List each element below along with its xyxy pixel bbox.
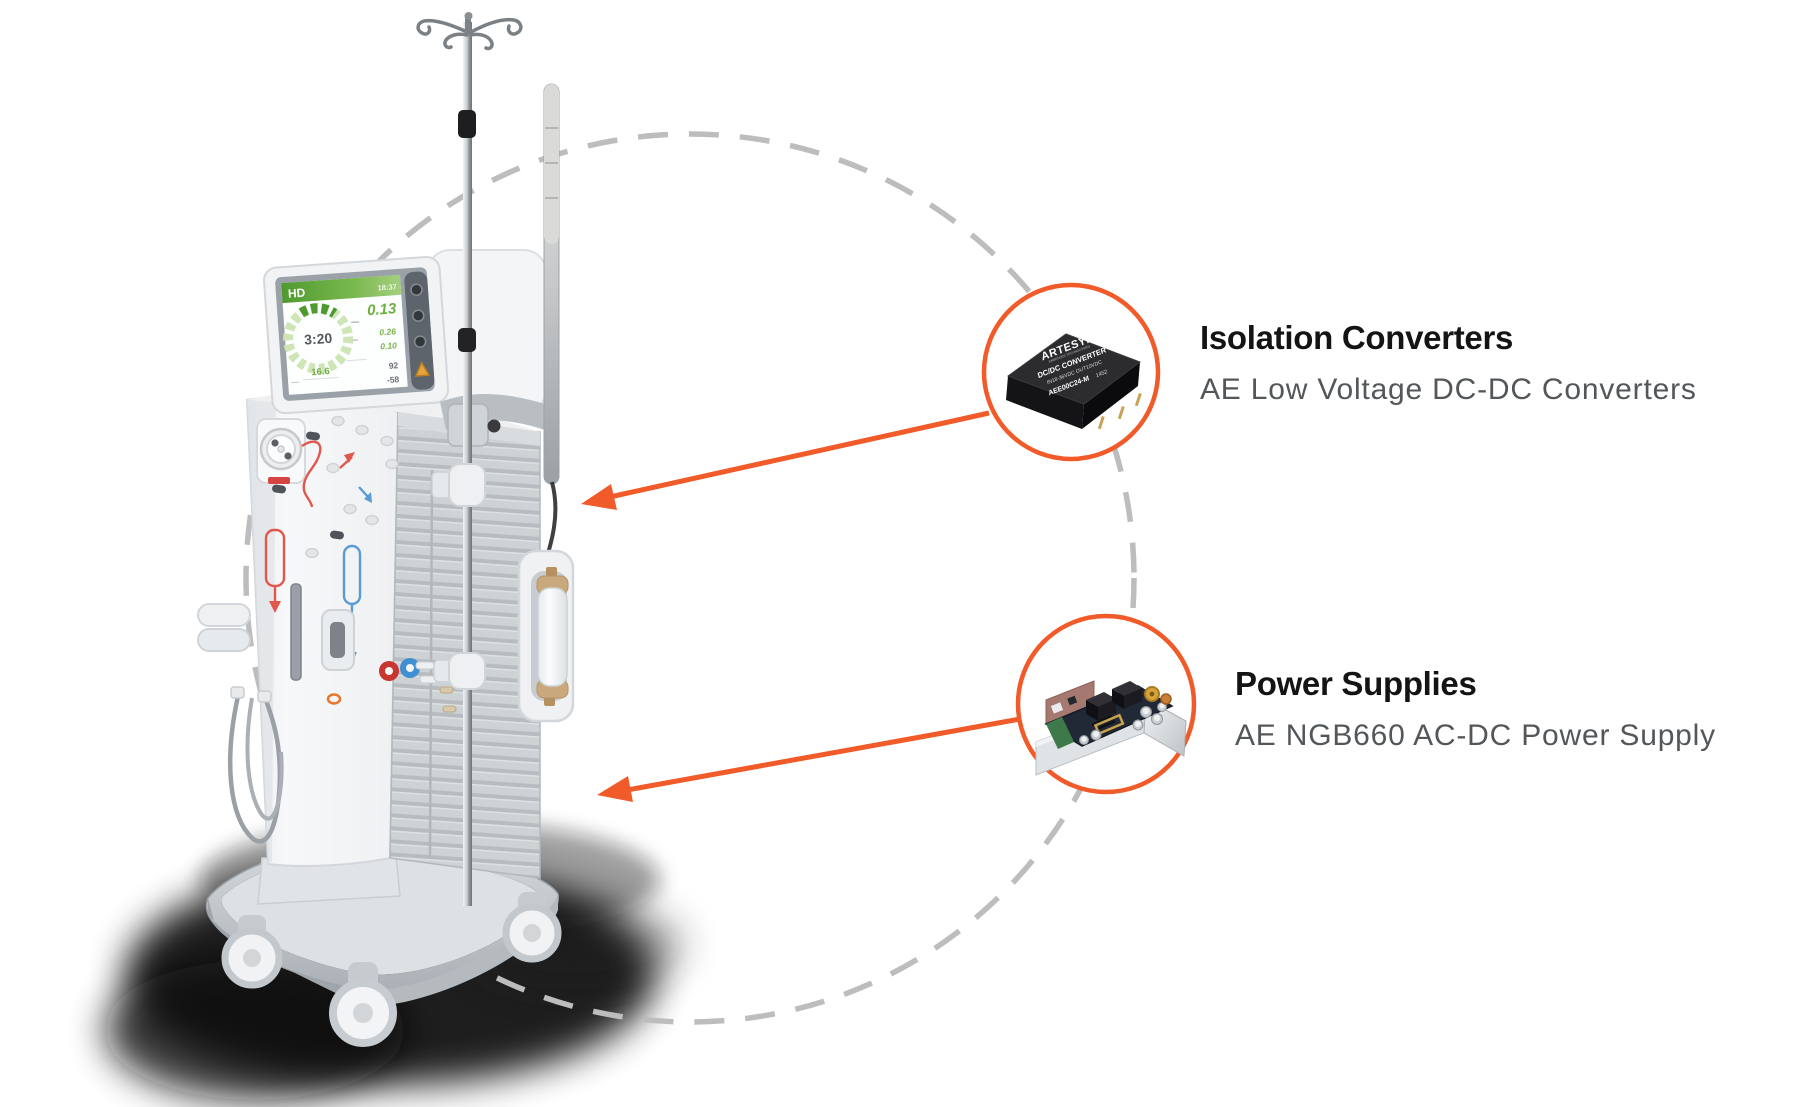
dialyzer-assembly — [517, 549, 575, 723]
caster-left — [221, 915, 283, 989]
product-circle-power-supplies — [1015, 613, 1197, 795]
panel-bosses — [305, 415, 399, 559]
clamp-rail — [290, 583, 302, 681]
screen-header — [281, 274, 402, 304]
screen-time: 18:37 — [377, 282, 397, 292]
screen-sub-value: 16.6 — [311, 366, 330, 378]
module-line4: 1452 — [1095, 369, 1108, 379]
monitor-alarm-icon[interactable] — [414, 360, 431, 377]
monitor-button-power[interactable] — [410, 283, 423, 296]
callout-power-supplies: Power Supplies AE NGB660 AC-DC Power Sup… — [1235, 666, 1716, 753]
screen-mode-label: HD — [287, 286, 306, 301]
arrow-isolation-converters — [581, 410, 990, 510]
monitor-button-mute[interactable] — [412, 309, 425, 322]
callout-subtitle: AE Low Voltage DC-DC Converters — [1200, 373, 1697, 406]
callout-arrows — [581, 410, 1021, 802]
monitor: HD 18:37 3:20 16.6 0.13 0.26 0.10 92 -58 — [262, 255, 450, 415]
screen-value2: 0.26 — [379, 326, 396, 337]
left-arm-shelf — [197, 603, 251, 652]
monitor-button-start[interactable] — [413, 335, 427, 348]
power-supply-image — [1035, 680, 1187, 776]
screen-value5: -58 — [387, 374, 400, 385]
dialysate-connectors[interactable] — [379, 658, 439, 684]
caster-front — [329, 962, 397, 1047]
side-ports — [439, 686, 457, 713]
dialysis-machine: HD 18:37 3:20 16.6 0.13 0.26 0.10 92 -58 — [197, 12, 575, 1047]
sensor-pole — [543, 83, 560, 485]
dcdc-converter-image: ARTESYN EMBEDDED TECHNOLOGIES DC/DC CONV… — [1006, 332, 1142, 430]
screen-value4: 92 — [388, 360, 398, 371]
hanging-tubes — [227, 686, 342, 844]
monitor-button-strip — [404, 271, 435, 390]
arrow-power-supplies — [597, 716, 1021, 802]
product-circle-isolation-converters: ARTESYN EMBEDDED TECHNOLOGIES DC/DC CONV… — [981, 282, 1161, 462]
screen-value1: 0.13 — [367, 300, 398, 319]
tube-clips — [272, 431, 344, 540]
callout-subtitle: AE NGB660 AC-DC Power Supply — [1235, 719, 1716, 752]
callout-isolation-converters: Isolation Converters AE Low Voltage DC-D… — [1200, 320, 1697, 407]
pole-clamps — [431, 463, 486, 690]
tubing-diagram-red — [264, 440, 353, 602]
callout-title: Power Supplies — [1235, 665, 1477, 702]
caster-right — [502, 892, 562, 963]
dashed-connector-circle — [243, 131, 1137, 1025]
screen-main-time: 3:20 — [304, 330, 333, 348]
screen-value3: 0.10 — [380, 340, 397, 351]
panel-door-handle[interactable] — [321, 609, 355, 671]
blood-pump — [256, 418, 306, 484]
callout-title: Isolation Converters — [1200, 319, 1514, 356]
